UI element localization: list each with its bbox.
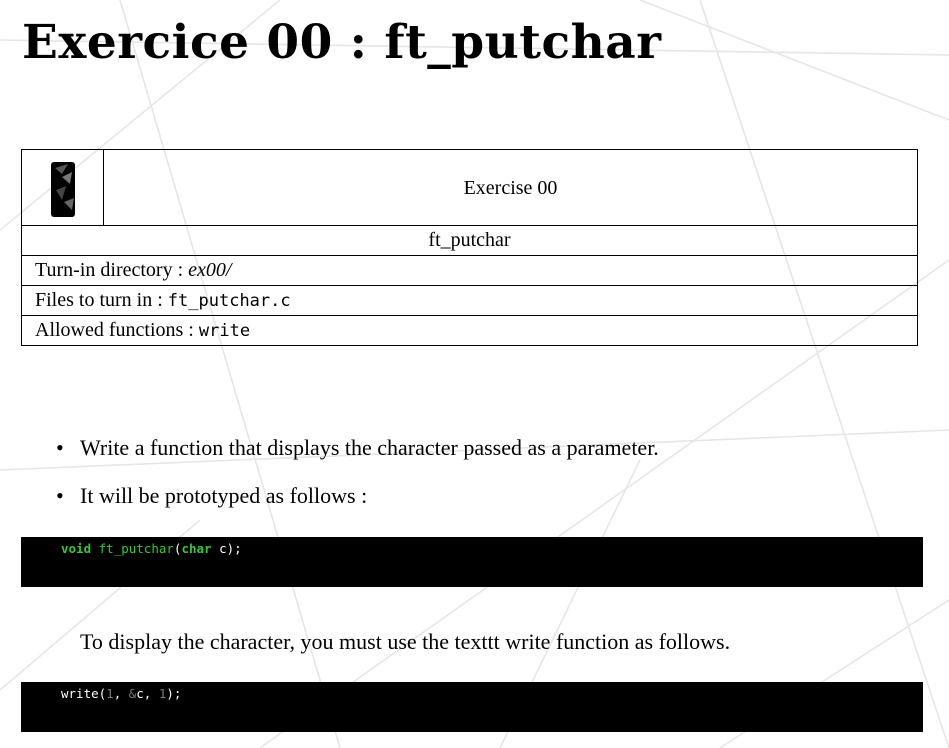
prototype-code-block: void ft_putchar(char c);: [21, 537, 923, 587]
code-text: c,: [136, 686, 159, 701]
files-to-turn-in-row: Files to turn in : ft_putchar.c: [21, 286, 918, 316]
exercise-number: Exercise 00: [463, 177, 558, 199]
code-line: void ft_putchar(char c);: [61, 540, 923, 558]
allowed-functions-value: write: [198, 321, 251, 341]
code-keyword: char: [181, 541, 212, 556]
code-text: ,: [113, 686, 129, 701]
list-item: • It will be prototyped as follows :: [56, 480, 659, 512]
code-function-name: ft_putchar: [98, 541, 174, 556]
allowed-functions-row: Allowed functions : write: [21, 316, 918, 346]
code-text: write(: [61, 686, 107, 701]
42-logo-icon: [51, 162, 75, 217]
instruction-list: • Write a function that displays the char…: [56, 432, 659, 528]
turnin-directory-row: Turn-in directory : ex00/: [21, 256, 918, 286]
bullet-icon: •: [56, 483, 64, 508]
code-text: c);: [211, 541, 242, 556]
logo-cell: [22, 150, 104, 226]
allowed-functions-label: Allowed functions :: [35, 319, 199, 341]
turnin-directory-label: Turn-in directory :: [35, 259, 189, 281]
bullet-icon: •: [56, 435, 64, 460]
code-operator: &: [128, 686, 137, 701]
list-item-text: Write a function that displays the chara…: [80, 435, 659, 460]
list-item-text: It will be prototyped as follows :: [80, 483, 368, 508]
code-punct: (: [173, 541, 182, 556]
code-text: );: [166, 686, 182, 701]
turnin-directory-value: ex00/: [188, 259, 232, 281]
code-line: write(1, &c, 1);: [61, 685, 923, 703]
exercise-name: ft_putchar: [428, 229, 511, 251]
write-code-block: write(1, &c, 1);: [21, 682, 923, 732]
code-keyword: void: [61, 541, 92, 556]
exercise-table: Exercise 00 ft_putchar Turn-in directory…: [21, 149, 918, 346]
list-item: • Write a function that displays the char…: [56, 432, 659, 464]
code-number: 1: [106, 686, 114, 701]
exercise-name-row: ft_putchar: [21, 226, 918, 256]
write-instruction-paragraph: To display the character, you must use t…: [80, 629, 731, 654]
exercise-header-row: Exercise 00: [21, 149, 918, 226]
page-title: Exercice 00 : ft_putchar: [22, 15, 662, 70]
code-number: 1: [158, 686, 167, 701]
files-to-turn-in-value: ft_putchar.c: [167, 291, 291, 311]
files-to-turn-in-label: Files to turn in :: [35, 289, 168, 311]
